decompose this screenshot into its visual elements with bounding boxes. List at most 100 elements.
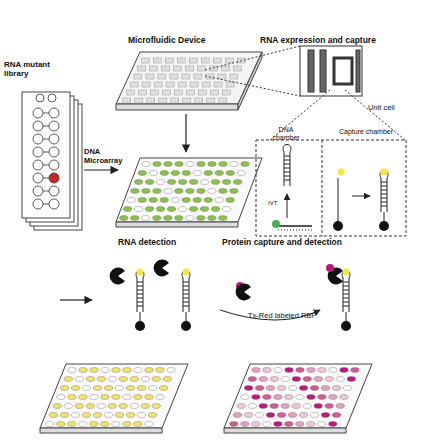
spot <box>182 198 190 203</box>
spot <box>197 189 205 194</box>
nucleotide <box>33 186 43 196</box>
spot <box>340 368 348 373</box>
spot <box>332 413 340 418</box>
unit-cell <box>130 82 138 87</box>
spot <box>149 171 157 176</box>
unit-cell <box>150 90 158 95</box>
spot <box>230 162 238 167</box>
base-pair <box>43 139 49 140</box>
spot <box>160 171 168 176</box>
unit-cell <box>170 74 178 79</box>
spot <box>204 171 212 176</box>
spot <box>336 404 344 409</box>
spot <box>167 207 175 212</box>
spot <box>97 377 105 382</box>
spot <box>208 189 216 194</box>
spot <box>244 413 252 418</box>
spot <box>171 171 179 176</box>
spot <box>288 386 296 391</box>
unit-cell <box>222 90 230 95</box>
spot <box>82 413 90 418</box>
spot <box>325 377 333 382</box>
unit-cell <box>177 58 185 63</box>
label: Tx-Red labeled RBP <box>248 312 348 321</box>
spot <box>200 207 208 212</box>
spot <box>123 368 131 373</box>
spot <box>186 189 194 194</box>
spot <box>329 368 337 373</box>
spot <box>175 189 183 194</box>
spot <box>175 162 183 167</box>
unit-cell <box>158 74 166 79</box>
spot <box>104 413 112 418</box>
nucleotide <box>36 94 44 102</box>
spot <box>153 189 161 194</box>
spot <box>230 189 238 194</box>
unit-cell <box>198 90 206 95</box>
base-pair <box>43 113 49 114</box>
spot <box>167 368 175 373</box>
spot <box>145 422 153 427</box>
unit-cell <box>153 58 161 63</box>
unit-cell <box>226 82 234 87</box>
unit-cell <box>174 90 182 95</box>
spot <box>119 377 127 382</box>
unit-cell <box>178 82 186 87</box>
spot <box>219 216 227 221</box>
spot <box>285 395 293 400</box>
spot <box>68 368 76 373</box>
label: RNA expression and capture <box>260 36 430 46</box>
spot <box>222 180 230 185</box>
spot <box>241 162 249 167</box>
spot <box>252 395 260 400</box>
spot <box>296 368 304 373</box>
spot <box>215 171 223 176</box>
unit-cell <box>138 90 146 95</box>
spot <box>252 368 260 373</box>
spot <box>211 207 219 212</box>
spot <box>60 413 68 418</box>
spot <box>160 198 168 203</box>
base-pair <box>43 191 49 192</box>
spot <box>164 162 172 167</box>
spot <box>134 180 142 185</box>
spot <box>149 198 157 203</box>
spot <box>119 404 127 409</box>
unit-cell <box>190 82 198 87</box>
spot <box>57 422 65 427</box>
spot <box>186 216 194 221</box>
unit-cell <box>165 58 173 63</box>
nucleotide <box>49 160 59 170</box>
spot <box>351 368 359 373</box>
spot <box>163 377 171 382</box>
base-pair <box>43 126 49 127</box>
spot <box>237 404 245 409</box>
unit-cell <box>206 74 214 79</box>
unit-cell <box>166 82 174 87</box>
spot <box>97 404 105 409</box>
unit-cell <box>182 74 190 79</box>
unit-cell <box>126 90 134 95</box>
spot <box>46 422 54 427</box>
label: RNA detection <box>118 238 208 248</box>
spot <box>321 386 329 391</box>
unit-cell <box>225 58 233 63</box>
unit-cell <box>234 66 242 71</box>
spot <box>237 171 245 176</box>
unit-cell <box>123 98 131 103</box>
unit-cell <box>162 90 170 95</box>
base-pair <box>43 204 49 205</box>
spot <box>134 207 142 212</box>
nucleotide <box>48 94 56 102</box>
label: Microfluidic Device <box>128 36 238 46</box>
spot <box>167 180 175 185</box>
spot <box>277 413 285 418</box>
spot <box>141 404 149 409</box>
spot <box>230 422 238 427</box>
spot <box>332 386 340 391</box>
spot <box>208 216 216 221</box>
nucleotide <box>33 108 43 118</box>
nucleotide <box>33 160 43 170</box>
spot <box>79 395 87 400</box>
spot <box>200 180 208 185</box>
